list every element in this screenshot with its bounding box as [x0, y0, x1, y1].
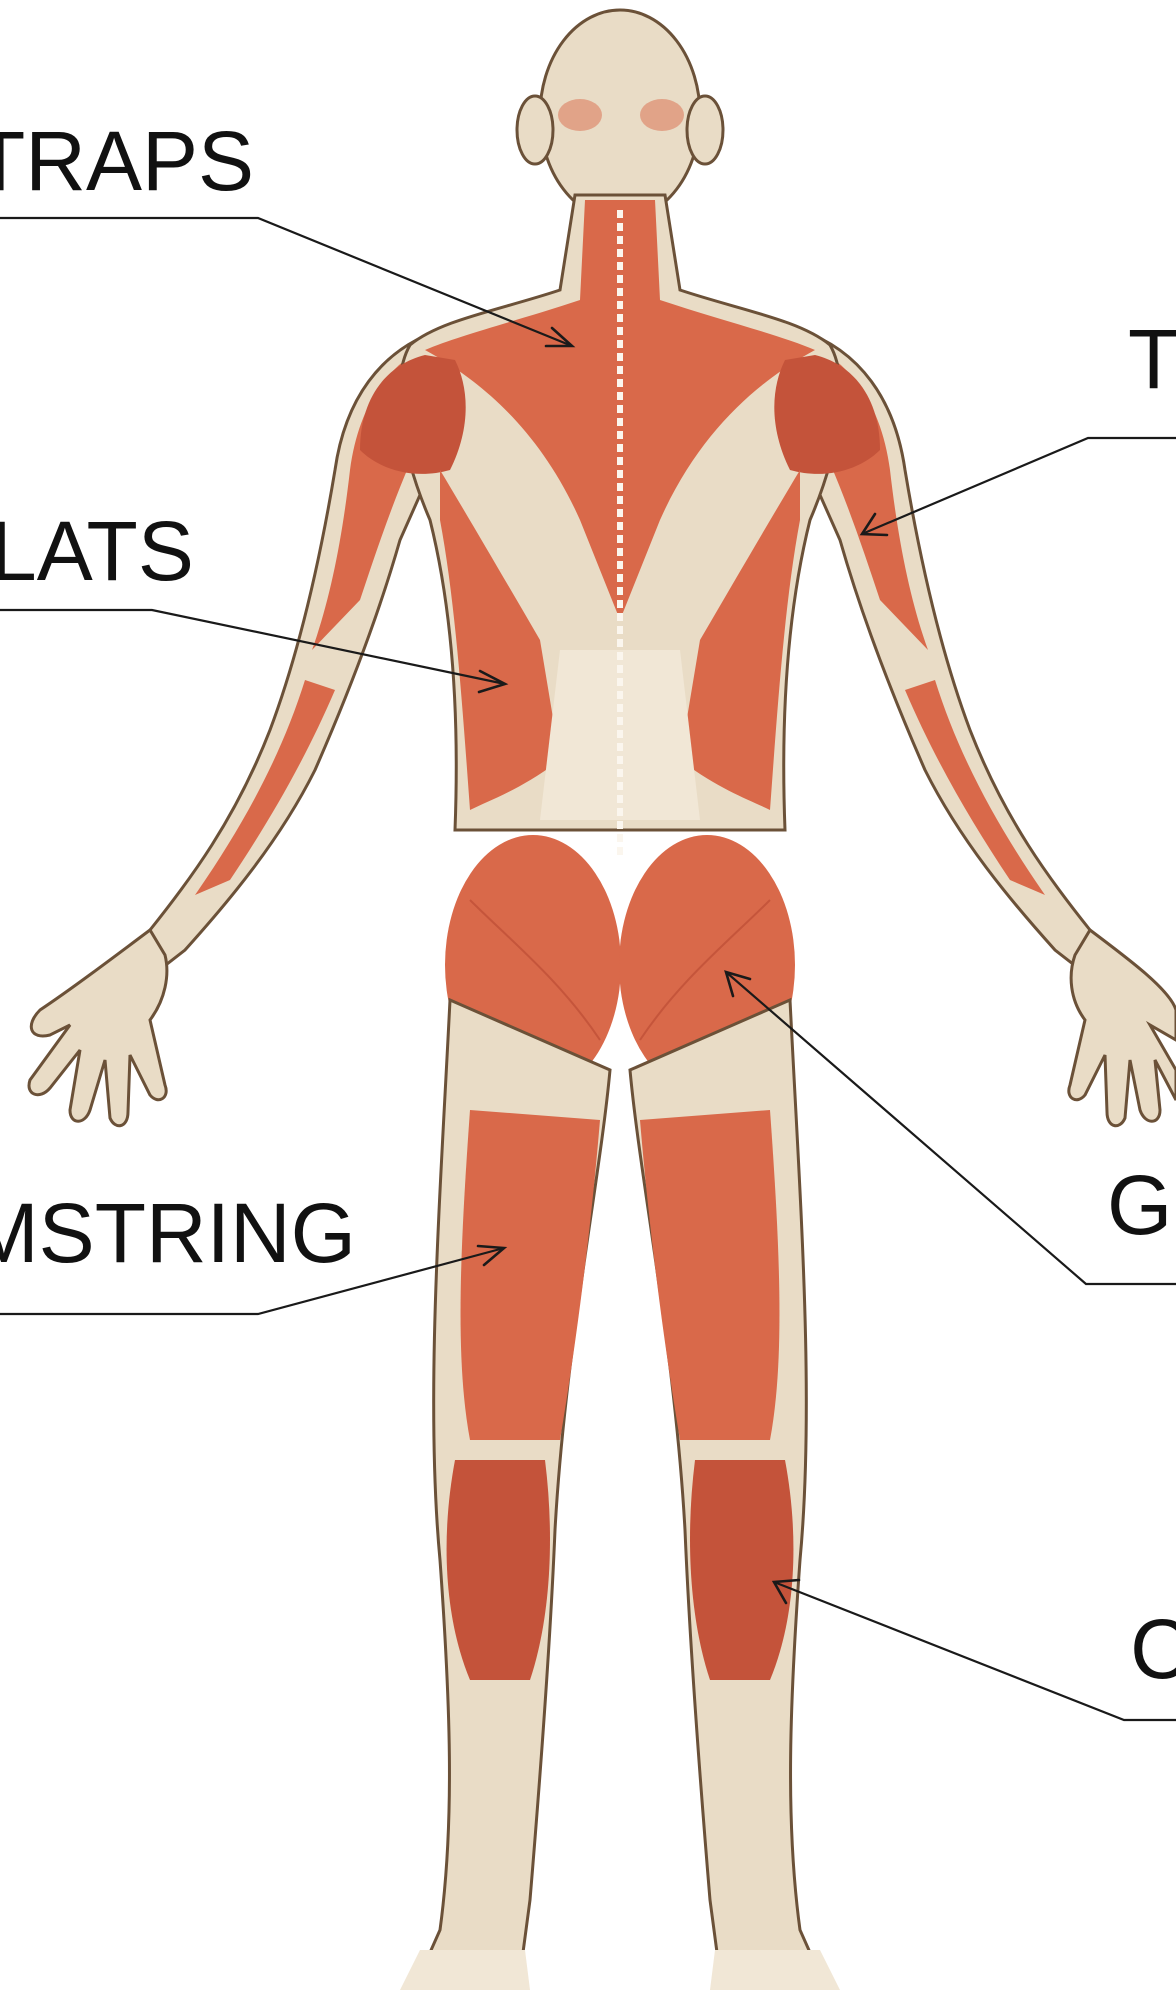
label-traps: TRAPS [0, 114, 572, 346]
label-hamstring: HAMSTRING [0, 1186, 504, 1314]
right-hamstring [640, 1110, 779, 1440]
human-body-back-view [29, 10, 1176, 1990]
left-hand [29, 930, 167, 1126]
label-calves: C [774, 1580, 1176, 1720]
lats-label: LATS [0, 504, 194, 598]
right-calf [690, 1460, 793, 1680]
left-calf [447, 1460, 550, 1680]
traps-label: TRAPS [0, 114, 254, 208]
label-lats: LATS [0, 504, 505, 692]
calves-label: C [1130, 1602, 1176, 1696]
hamstring-label: HAMSTRING [0, 1186, 356, 1280]
lats-leader-line [0, 610, 505, 684]
left-hamstring [461, 1110, 600, 1440]
glutes-label: GL [1107, 1158, 1176, 1252]
triceps-label: T [1128, 312, 1176, 406]
right-hand [1069, 930, 1176, 1126]
calves-leader-line [774, 1582, 1176, 1720]
